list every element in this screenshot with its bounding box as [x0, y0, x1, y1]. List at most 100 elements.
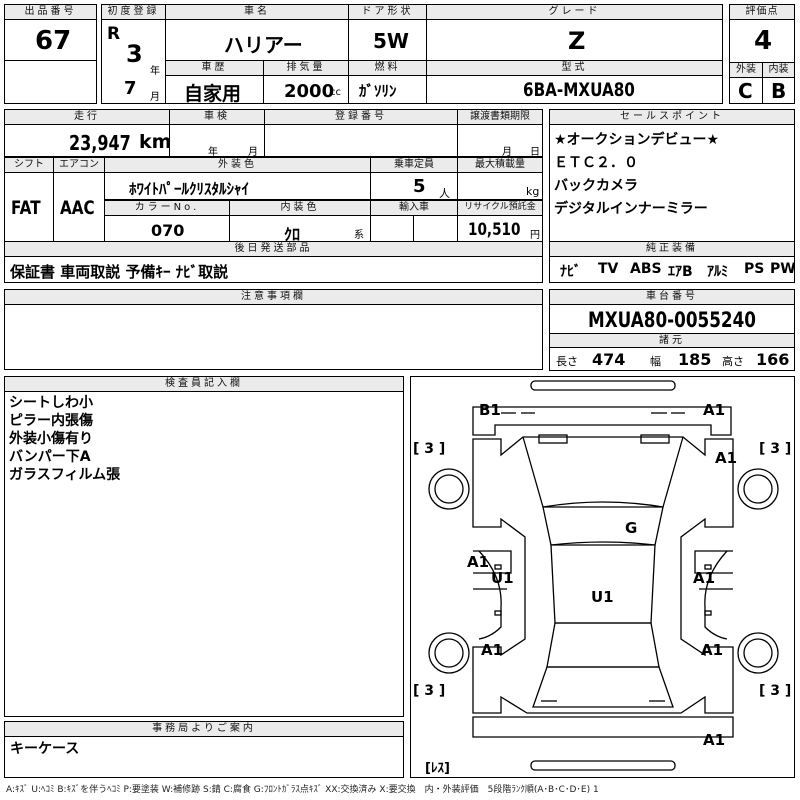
inspection-cell: 年 月	[169, 124, 265, 157]
inspection-label: 車検	[169, 109, 265, 125]
inspector-note: ピラー内張傷	[9, 413, 93, 429]
interior-score: B	[771, 79, 787, 103]
width: 185	[678, 350, 712, 369]
body-outline	[472, 436, 734, 714]
door-left-contour	[478, 550, 502, 640]
grade-cell: Z	[426, 19, 723, 61]
door-label: ドア形状	[348, 4, 427, 20]
import-cell-b	[413, 215, 458, 242]
later-parts: 保証書 車両取説 予備ｷｰ ﾅﾋﾞ取説	[10, 263, 229, 281]
door-right-contour	[704, 550, 728, 640]
shift-label: シフト	[4, 157, 54, 173]
sales-points-label: セールスポイント	[549, 109, 795, 125]
history: 自家用	[184, 83, 242, 104]
transfer-day-unit: 日	[530, 147, 540, 157]
specs-cell: 長さ 474 幅 185 高さ 166	[549, 347, 795, 371]
lot-cell: 67	[4, 19, 97, 61]
specs-label: 諸元	[549, 333, 795, 348]
door-right-upper	[694, 550, 733, 574]
interior-score-cell: B	[762, 77, 795, 104]
height: 166	[756, 350, 790, 369]
shift-cell: FAT	[4, 172, 54, 242]
mileage-cell: 23,947 km	[4, 124, 170, 157]
roof-outline	[550, 544, 656, 624]
lot-blank-cell	[4, 60, 97, 104]
capacity: 5	[413, 176, 426, 197]
equipment-item: PS	[744, 261, 765, 277]
mark-tire-front-right: [ 3 ]	[759, 441, 792, 457]
registration-label: 初度登録	[101, 4, 166, 20]
exterior-score-label: 外装	[729, 62, 763, 78]
fuel: ｶﾞｿﾘﾝ	[359, 82, 397, 100]
later-parts-label: 後日発送部品	[4, 241, 543, 257]
aircon-label: エアコン	[53, 157, 105, 173]
chassis-number: MXUA80-0055240	[588, 308, 756, 332]
model-code: 6BA-MXUA80	[523, 79, 635, 101]
reg-number-label: 登録番号	[264, 109, 458, 125]
front-bumper-outline	[472, 406, 732, 436]
mark-windshield: G	[625, 519, 638, 537]
color-no: 070	[151, 221, 185, 240]
rear-bumper-bar	[530, 760, 676, 771]
transfer-month-unit: 月	[502, 147, 512, 157]
capacity-cell: 5 人	[370, 172, 458, 200]
door-handle-left	[494, 564, 502, 570]
mark-tire-rear-right: [ 3 ]	[759, 683, 792, 699]
interior-color-unit: 系	[354, 230, 364, 241]
score: 4	[754, 26, 773, 56]
tailgate-outline	[532, 666, 674, 708]
interior-color-label: 内装色	[229, 200, 371, 216]
mark-spare-tire: [ﾚｽ]	[425, 761, 450, 776]
legend: A:ｷｽﾞ U:ﾍｺﾐ B:ｷｽﾞを伴うﾍｺﾐ P:要塗装 W:補修跡 S:錆 …	[6, 785, 599, 795]
aircon: AAC	[60, 197, 95, 219]
mark-tire-rear-left: [ 3 ]	[413, 683, 446, 699]
reg-number-cell	[264, 124, 458, 157]
max-load-unit: kg	[526, 185, 540, 198]
mark-front-bumper-right: A1	[703, 401, 726, 419]
door-handle-right	[704, 610, 712, 616]
equipment-item: ｴｱB	[668, 264, 693, 280]
inspector-note: バンパー下A	[9, 449, 91, 465]
mark-tire-front-left: [ 3 ]	[413, 441, 446, 457]
exterior-color-label: 外装色	[104, 157, 371, 173]
inspector-note: ガラスフィルム張	[9, 467, 121, 483]
height-label: 高さ	[722, 355, 744, 368]
model-cell: 6BA-MXUA80	[426, 75, 723, 104]
transfer-deadline-cell: 月 日	[457, 124, 543, 157]
car-name-cell: ハリアー	[165, 19, 349, 61]
genuine-equipment-cell: ﾅﾋﾞ TV ABS ｴｱB ｱﾙﾐ PS PW	[549, 256, 795, 283]
rear-glass-outline	[546, 622, 660, 668]
score-label: 評価点	[729, 4, 795, 20]
sales-point-item: ＥＴＣ２．０	[554, 155, 638, 171]
length: 474	[592, 350, 626, 369]
windshield-outline	[542, 501, 664, 546]
lot-label: 出品番号	[4, 4, 97, 20]
later-parts-cell: 保証書 車両取説 予備ｷｰ ﾅﾋﾞ取説	[4, 256, 543, 283]
exterior-color: ﾎﾜｲﾄﾊﾟｰﾙｸﾘｽﾀﾙｼｬｲ	[129, 180, 250, 198]
sales-point-item: デジタルインナーミラー	[554, 201, 708, 217]
mark-front-door-left-sub: U1	[491, 569, 514, 587]
car-name-label: 車名	[165, 4, 349, 20]
color-no-cell: 070	[104, 215, 230, 242]
inspection-year-unit: 年	[208, 147, 218, 157]
registration-year: 3	[126, 40, 143, 68]
mileage-label: 走行	[4, 109, 170, 125]
inspector-note: シートしわ小	[9, 395, 93, 411]
mark-front-door-left: A1	[467, 553, 490, 571]
equipment-item: ｱﾙﾐ	[707, 264, 728, 280]
door-type: 5W	[373, 29, 409, 53]
caution-label: 注意事項欄	[4, 289, 543, 305]
interior-color: ｸﾛ	[284, 225, 301, 242]
recycle-fee: 10,510	[468, 220, 521, 240]
mark-roof: U1	[591, 588, 614, 606]
shift: FAT	[11, 197, 41, 219]
tire-rear-left-inner	[434, 638, 464, 668]
displacement-unit: cc	[330, 87, 341, 98]
office-cell: キーケース	[4, 736, 404, 778]
rear-bumper-outline	[472, 716, 734, 738]
import-label: 輸入車	[370, 200, 458, 216]
hood-vent	[640, 434, 670, 444]
mark-rear-fender-right: A1	[701, 641, 724, 659]
history-cell: 自家用	[165, 75, 264, 104]
mark-front-door-right: A1	[693, 569, 716, 587]
